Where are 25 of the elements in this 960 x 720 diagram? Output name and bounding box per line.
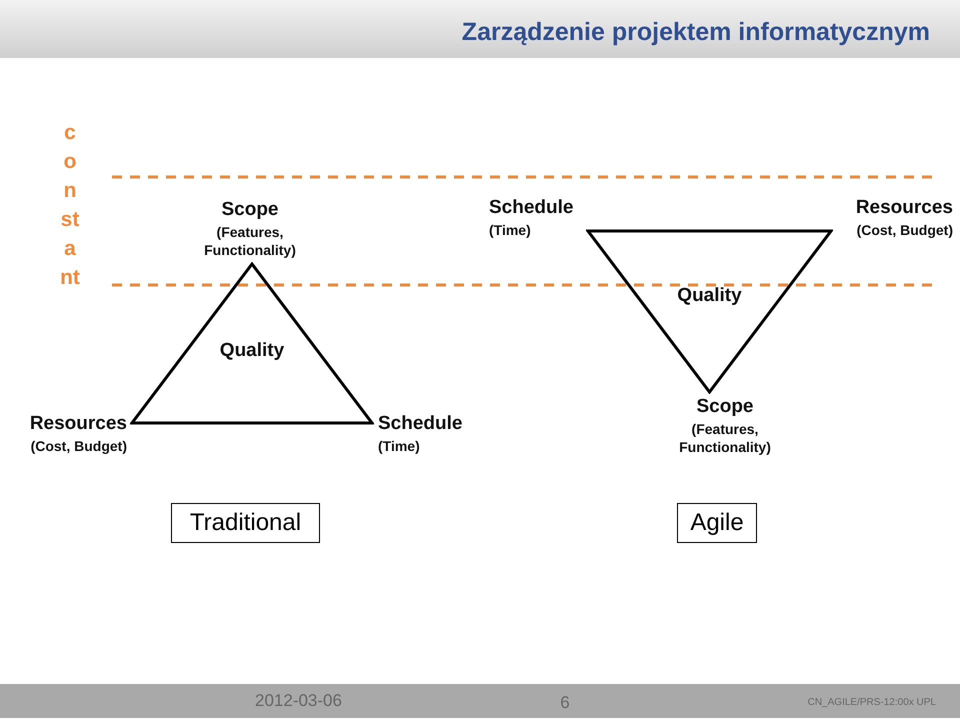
label-box: [171, 503, 320, 543]
vertex-label: Schedule: [489, 197, 574, 219]
vertex-label: Resources: [854, 197, 953, 219]
document-code: CN_AGILE/PRS-12:00x UPL: [806, 697, 936, 708]
node-label: Quality: [676, 285, 743, 307]
node-label: Traditional: [188, 508, 302, 538]
triangle: [130, 262, 374, 425]
vertex-sublabel: (Cost, Budget): [856, 221, 953, 239]
vertex-sublabel: (Features, Functionality): [203, 223, 297, 259]
triangle: [586, 229, 833, 394]
vertical-label: constant: [60, 120, 80, 291]
vertex-label: Resources: [28, 413, 127, 435]
vertex-sublabel: (Time): [489, 221, 532, 239]
label-box: [677, 503, 757, 543]
slide-title: Zarządzenie projektem informatycznym: [462, 18, 930, 47]
page-number: 6: [559, 693, 571, 713]
vertex-label: Scope: [695, 396, 755, 418]
vertex-sublabel: (Cost, Budget): [30, 437, 127, 455]
vertex-label: Scope: [220, 199, 280, 221]
node-label: Quality: [218, 340, 286, 362]
vertex-sublabel: (Features, Functionality): [678, 420, 772, 456]
vertex-label: Schedule: [378, 413, 464, 435]
node-label: Agile: [689, 508, 745, 538]
vertex-sublabel: (Time): [378, 437, 421, 455]
footer-date: 2012-03-06: [255, 691, 343, 711]
